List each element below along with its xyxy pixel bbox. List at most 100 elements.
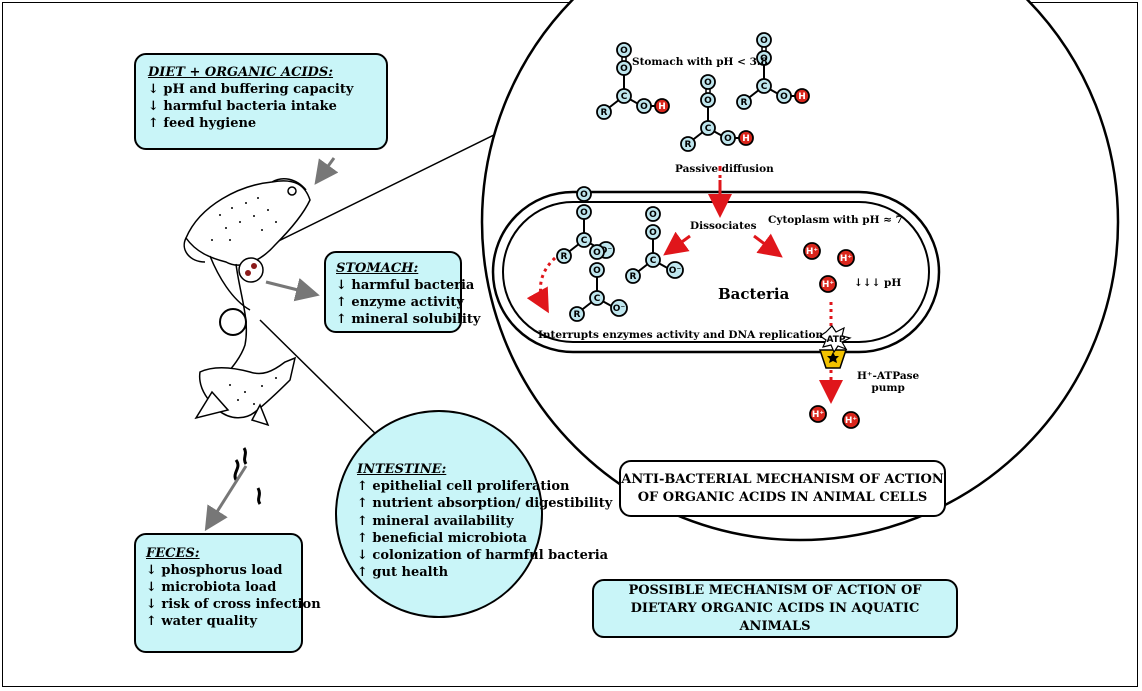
anti-bacterial-title-box: ANTI-BACTERIAL MECHANISM OF ACTION OF OR… — [619, 460, 946, 517]
possible-mechanism-line1: POSSIBLE MECHANISM OF ACTION OF — [628, 582, 922, 598]
svg-text:O: O — [649, 210, 657, 220]
carbon-atom: C — [645, 252, 661, 268]
svg-text:H⁺: H⁺ — [840, 254, 853, 264]
svg-text:O: O — [704, 96, 712, 106]
svg-text:O: O — [593, 248, 601, 258]
svg-text:O: O — [704, 78, 712, 88]
svg-text:H⁺: H⁺ — [845, 416, 858, 426]
svg-text:O: O — [620, 64, 628, 74]
oxygen-atom: O — [756, 32, 772, 48]
oxygen-atom: O — [589, 244, 605, 260]
svg-text:R: R — [561, 252, 568, 262]
svg-text:H: H — [658, 102, 666, 112]
oxygen-atom: O — [700, 74, 716, 90]
svg-text:C: C — [594, 294, 601, 304]
intestine-line: ↑ nutrient absorption/ digestibility — [357, 496, 613, 512]
proton-ion: H⁺ — [809, 405, 827, 423]
svg-text:R: R — [574, 310, 581, 320]
zoom-line-bottom — [259, 319, 391, 449]
feces-box-line: ↓ phosphorus load — [146, 563, 283, 578]
oxygen-anion: O⁻ — [610, 299, 628, 317]
atpase-pump — [818, 325, 852, 369]
proton-ion: H⁺ — [842, 411, 860, 429]
oxygen-atom: O — [776, 88, 792, 104]
r-group-atom: R — [556, 248, 572, 264]
diet-box: DIET + ORGANIC ACIDS: ↓ pH and buffering… — [134, 53, 388, 150]
anti-bacterial-title-line2: OF ORGANIC ACIDS IN ANIMAL CELLS — [637, 489, 928, 505]
intestine-line: ↓ colonization of harmful bacteria — [357, 548, 609, 564]
svg-text:O: O — [760, 36, 768, 46]
oxygen-atom: O — [576, 204, 592, 220]
hydrogen-atom: H — [794, 88, 810, 104]
svg-text:O⁻: O⁻ — [669, 266, 682, 276]
fish-illustration — [183, 177, 311, 505]
proton-ion: H⁺ — [803, 242, 821, 260]
arrow-diet-to-fish — [314, 157, 339, 185]
pump-label-line2: pump — [871, 382, 905, 394]
pump-label-line1: H⁺-ATPase — [857, 370, 920, 382]
r-group-atom: R — [736, 94, 752, 110]
svg-text:O: O — [724, 134, 732, 144]
anti-bacterial-title-line1: ANTI-BACTERIAL MECHANISM OF ACTION — [621, 471, 944, 487]
svg-text:C: C — [705, 124, 712, 134]
svg-text:H⁺: H⁺ — [812, 410, 825, 420]
svg-text:H: H — [742, 134, 750, 144]
dissociates-label: Dissociates — [690, 220, 757, 232]
stomach-box-line: ↓ harmful bacteria — [336, 278, 475, 293]
svg-text:C: C — [621, 92, 628, 102]
hydrogen-atom: H — [738, 130, 754, 146]
svg-text:O: O — [640, 102, 648, 112]
svg-text:O: O — [580, 190, 588, 200]
oxygen-atom: O — [616, 42, 632, 58]
carbon-atom: C — [700, 120, 716, 136]
stomach-ph-label: Stomach with pH < 3.8 — [632, 56, 768, 68]
carbon-atom: C — [616, 88, 632, 104]
r-group-atom: R — [569, 306, 585, 322]
svg-text:H: H — [798, 92, 806, 102]
hydrogen-atom: H — [654, 98, 670, 114]
oxygen-atom: O — [589, 262, 605, 278]
svg-text:H⁺: H⁺ — [822, 280, 835, 290]
pump-label: H⁺-ATPase pump — [857, 370, 919, 394]
oxygen-atom: O — [720, 130, 736, 146]
feces-box-line: ↑ water quality — [146, 614, 258, 629]
stomach-box-title: STOMACH: — [336, 261, 419, 276]
intestine-line: ↑ beneficial microbiota — [357, 530, 527, 546]
diet-box-line: ↓ pH and buffering capacity — [148, 82, 354, 97]
intestine-circle — [335, 410, 543, 618]
stomach-box-line: ↑ mineral solubility — [336, 312, 481, 327]
svg-text:C: C — [650, 256, 657, 266]
svg-text:O: O — [760, 54, 768, 64]
diet-box-line: ↓ harmful bacteria intake — [148, 99, 337, 114]
oxygen-atom: O — [756, 50, 772, 66]
svg-text:C: C — [761, 82, 768, 92]
arrow-fish-to-feces — [204, 465, 248, 532]
feces-box-line: ↓ risk of cross infection — [146, 597, 321, 612]
svg-text:O⁻: O⁻ — [613, 304, 626, 314]
oxygen-atom: O — [636, 98, 652, 114]
intestine-line: ↑ mineral availability — [357, 513, 514, 529]
stomach-box: STOMACH: ↓ harmful bacteria ↑ enzyme act… — [324, 251, 481, 333]
carbon-atom: C — [576, 232, 592, 248]
carbon-atom: C — [756, 78, 772, 94]
svg-text:R: R — [741, 98, 748, 108]
r-group-atom: R — [680, 136, 696, 152]
possible-mechanism-line2: DIETARY ORGANIC ACIDS IN AQUATIC ANIMALS — [630, 600, 920, 634]
svg-text:R: R — [685, 140, 692, 150]
oxygen-anion: O⁻ — [666, 261, 684, 279]
oxygen-atom: O — [616, 60, 632, 76]
feces-box: FECES: ↓ phosphorus load ↓ microbiota lo… — [134, 533, 321, 653]
fish-spots — [211, 197, 277, 405]
proton-ion: H⁺ — [837, 249, 855, 267]
oxygen-atom: O — [700, 92, 716, 108]
diet-box-line: ↑ feed hygiene — [148, 116, 257, 131]
r-group-atom: R — [596, 104, 612, 120]
red-arrows — [526, 166, 843, 404]
oxygen-atom: O — [576, 186, 592, 202]
possible-mechanism-box: POSSIBLE MECHANISM OF ACTION OF DIETARY … — [592, 579, 958, 638]
passive-diffusion-label: Passive diffusion — [675, 163, 774, 175]
svg-text:R: R — [601, 108, 608, 118]
ph-drop-label: ↓↓↓ pH — [854, 277, 902, 289]
